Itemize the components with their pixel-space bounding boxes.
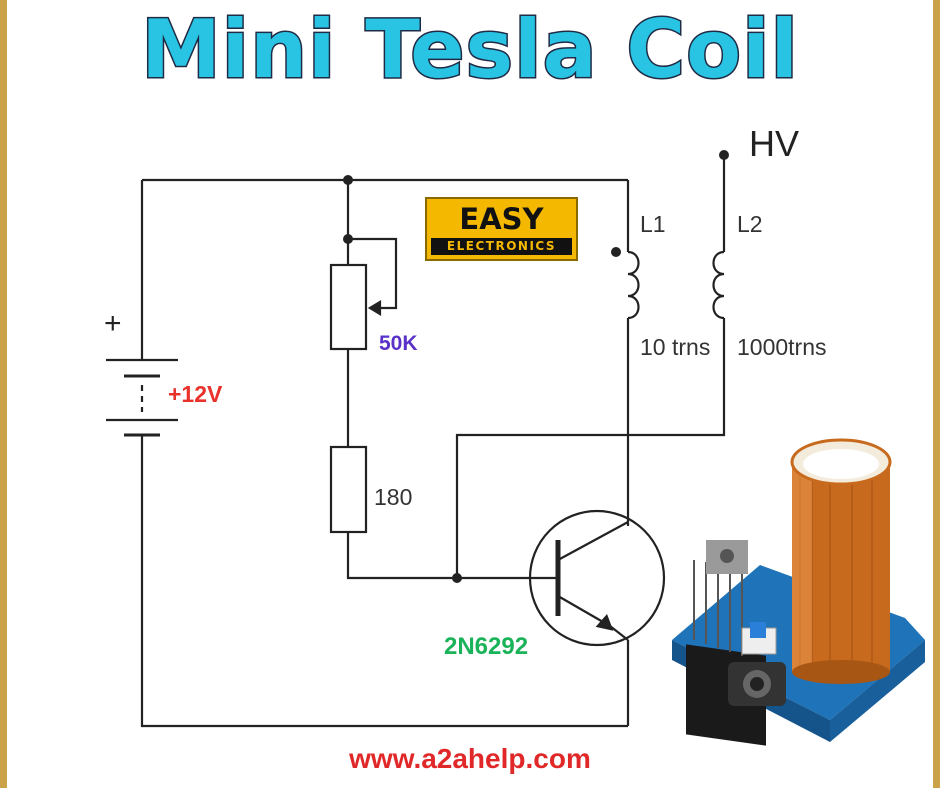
coil-l1 xyxy=(627,250,640,320)
l2-turns-label: 1000trns xyxy=(737,334,827,360)
l1-dot xyxy=(611,247,621,257)
hv-terminal xyxy=(719,150,729,160)
junction-wiper xyxy=(343,234,353,244)
potentiometer-50k xyxy=(329,263,368,351)
l2-label: L2 xyxy=(737,211,763,237)
battery-plus-label: + xyxy=(104,307,122,340)
website-link[interactable]: www.a2ahelp.com xyxy=(349,743,591,774)
logo-line-2: ELECTRONICS xyxy=(431,238,572,255)
tesla-coil-kit-image xyxy=(672,438,925,746)
easy-electronics-logo: EASY ELECTRONICS xyxy=(425,197,578,261)
wire-l2-feedback xyxy=(455,330,726,578)
l1-turns-label: 10 trns xyxy=(640,334,711,360)
page-title: Mini Tesla Coil xyxy=(140,2,800,98)
resistor-value-label: 180 xyxy=(374,484,413,510)
resistor-180 xyxy=(329,445,368,534)
junction-base xyxy=(452,573,462,583)
emitter-arrow xyxy=(595,614,614,631)
wire-resistor-to-base xyxy=(346,532,530,580)
pot-value-label: 50K xyxy=(379,332,418,355)
l1-label: L1 xyxy=(640,211,666,237)
coil-l2 xyxy=(712,250,725,320)
hv-label: HV xyxy=(749,123,800,164)
battery-voltage-label: +12V xyxy=(168,381,223,407)
transistor-label: 2N6292 xyxy=(444,633,529,660)
junction-top-pot xyxy=(343,175,353,185)
pot-wiper xyxy=(348,237,398,310)
wire-left-rail-lower xyxy=(140,435,628,728)
logo-line-1: EASY xyxy=(459,202,544,236)
